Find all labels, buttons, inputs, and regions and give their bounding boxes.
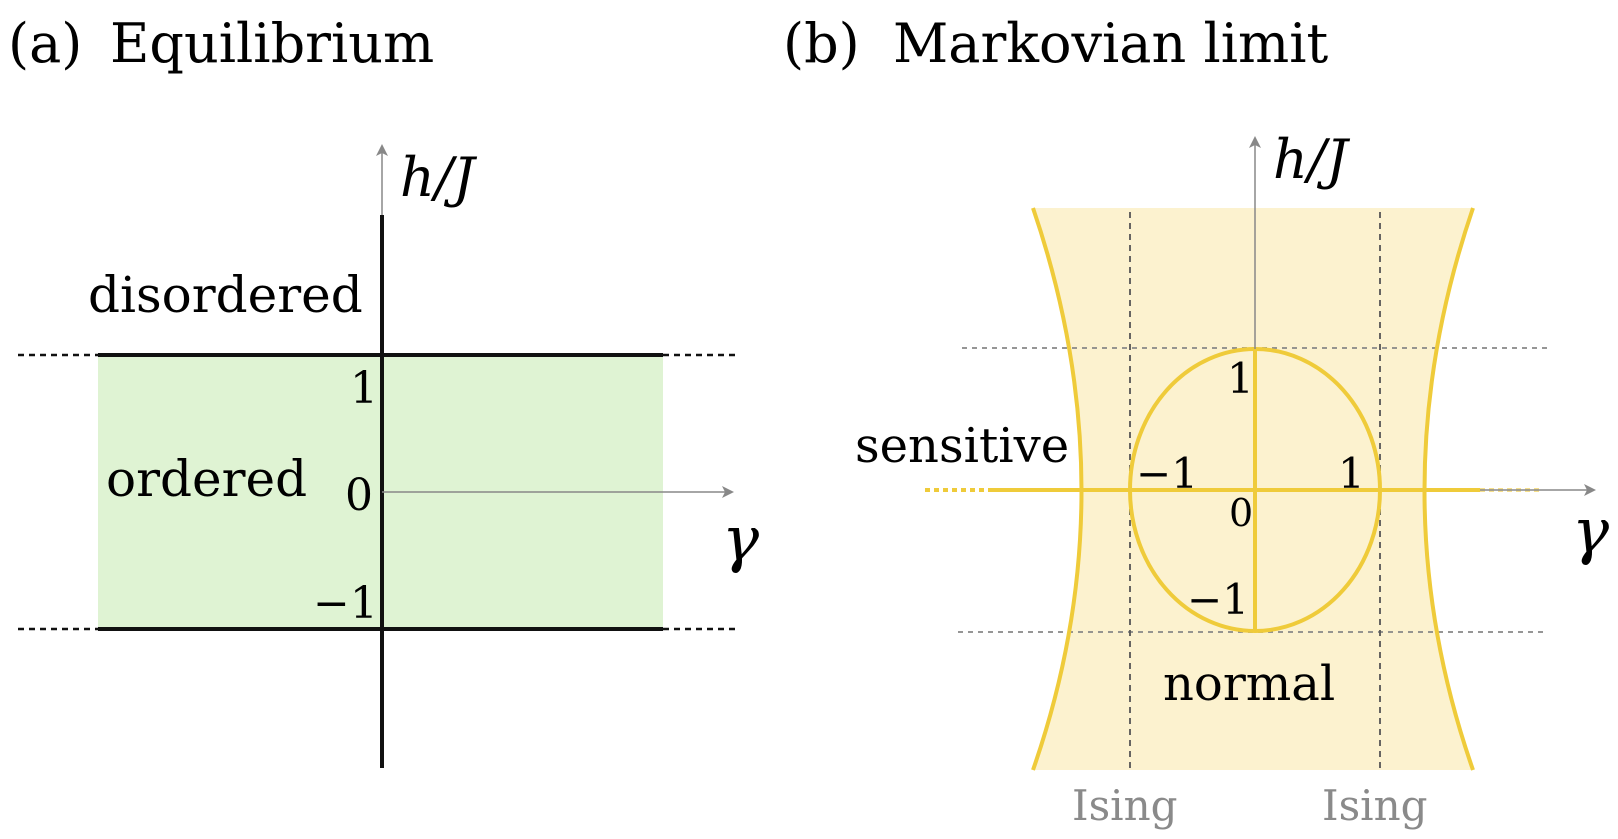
tick-label-h-1-b: 1 — [1227, 354, 1254, 403]
region-label-disordered: disordered — [88, 266, 363, 324]
tick-label-zero-b: 0 — [1229, 491, 1253, 535]
h-axis-label: h/J — [400, 146, 478, 209]
ising-label-right: Ising — [1322, 781, 1428, 830]
panel-b-title: Markovian limit — [893, 12, 1328, 75]
region-label-normal: normal — [1163, 656, 1335, 712]
region-label-ordered: ordered — [106, 450, 307, 508]
tick-label-h-1: 1 — [350, 363, 378, 414]
gamma-axis-label: γ — [722, 502, 760, 575]
tick-label-gamma-1: 1 — [1338, 449, 1365, 498]
tick-label-h-neg1: −1 — [313, 578, 378, 629]
panel-b-label: (b) — [783, 12, 860, 75]
tick-label-h-0: 0 — [345, 470, 373, 521]
h-axis-label-b: h/J — [1273, 128, 1351, 191]
panel-a-title: Equilibrium — [110, 12, 434, 75]
panel-b: (b) Markovian limit h/J γ sensitive norm… — [783, 12, 1610, 830]
panel-a: (a) Equilibrium h/J γ disordered ordered… — [8, 12, 760, 768]
gamma-axis-label-b: γ — [1572, 494, 1610, 567]
tick-label-h-neg1-b: −1 — [1187, 575, 1249, 624]
ising-label-left: Ising — [1072, 781, 1178, 830]
region-label-sensitive: sensitive — [855, 418, 1069, 474]
panel-a-label: (a) — [8, 12, 82, 75]
tick-label-gamma-neg1: −1 — [1136, 449, 1198, 498]
